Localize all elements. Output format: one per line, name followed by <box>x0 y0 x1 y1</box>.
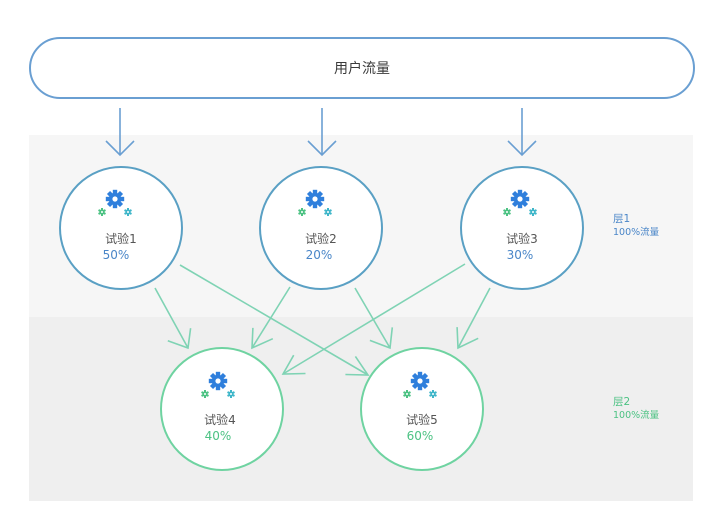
experiment-percent: 40% <box>205 429 232 443</box>
layer-1-name: 层1 <box>613 213 631 225</box>
experiment-percent: 50% <box>103 248 130 262</box>
layer-2-traffic: 100%流量 <box>613 410 660 421</box>
experiment-node-3: 试验3 30% <box>460 166 584 290</box>
experiment-node-4: 试验4 40% <box>160 347 284 471</box>
experiment-circle <box>160 347 284 471</box>
arrow-exp3-to-exp5 <box>456 287 491 350</box>
routing-arrows <box>154 263 491 376</box>
experiment-node-1: 试验1 50% <box>59 166 183 290</box>
layer-2-name: 层2 <box>613 396 631 408</box>
user-traffic-box: 用户流量 <box>29 37 695 99</box>
experiment-percent: 60% <box>407 429 434 443</box>
experiment-percent: 30% <box>507 248 534 262</box>
experiment-name: 试验4 <box>204 412 236 427</box>
layer-1-label: 层1 100%流量 <box>613 213 659 239</box>
layer-1-traffic: 100%流量 <box>613 227 660 238</box>
experiment-circle <box>59 166 183 290</box>
user-traffic-label: 用户流量 <box>334 61 390 77</box>
traffic-arrow-3 <box>507 108 537 157</box>
experiment-name: 试验1 <box>105 231 137 246</box>
traffic-arrow-1 <box>105 108 135 157</box>
arrow-exp2-to-exp4 <box>251 286 291 350</box>
experiment-percent: 20% <box>306 248 333 262</box>
traffic-arrow-2 <box>307 108 337 157</box>
experiment-node-2: 试验2 20% <box>259 166 383 290</box>
arrow-exp1-to-exp5 <box>179 264 370 376</box>
experiment-name: 试验2 <box>305 231 337 246</box>
experiment-circle <box>259 166 383 290</box>
experiment-node-5: 试验5 60% <box>360 347 484 471</box>
traffic-arrows <box>105 108 537 157</box>
arrow-exp3-to-exp4 <box>281 263 466 375</box>
experiment-circle <box>360 347 484 471</box>
experiment-name: 试验5 <box>406 412 438 427</box>
experiment-circle <box>460 166 584 290</box>
arrow-exp2-to-exp5 <box>354 287 394 350</box>
layer-2-label: 层2 100%流量 <box>613 396 659 422</box>
experiment-name: 试验3 <box>506 231 538 246</box>
arrow-exp1-to-exp4 <box>154 287 192 350</box>
